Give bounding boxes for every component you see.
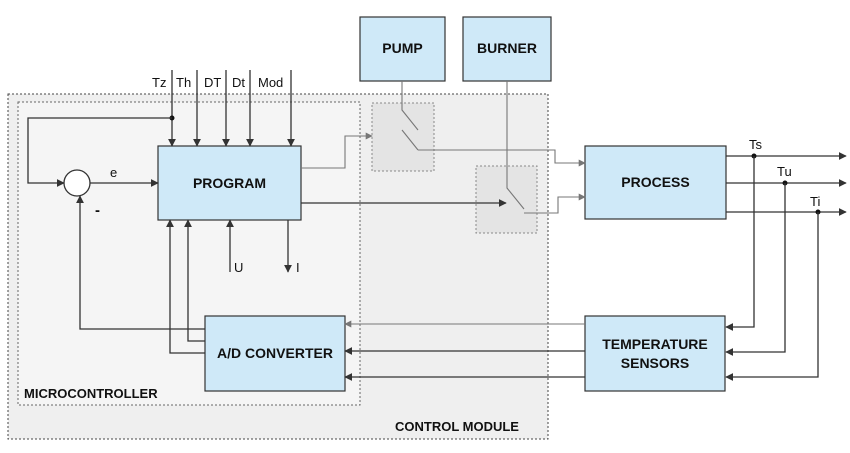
pump-switch-blade [401, 129, 419, 151]
input-label-tz: Tz [152, 75, 166, 90]
feedback-line-program-2 [166, 219, 205, 354]
ts-to-sensors [725, 156, 755, 331]
feedback-line-sum [76, 195, 205, 330]
error-label: e [110, 165, 117, 180]
pump-switch-region [371, 102, 435, 172]
program-block: PROGRAM [157, 145, 302, 221]
burner-switch-to-process [524, 193, 586, 214]
i-label: I [296, 260, 300, 275]
program-label: PROGRAM [193, 175, 266, 191]
control-module-label: CONTROL MODULE [395, 419, 519, 434]
tu-to-sensors [725, 183, 786, 356]
feedback-line-program-1 [184, 219, 205, 342]
u-label: U [234, 260, 243, 275]
tz-feed-line [27, 117, 172, 187]
process-block: PROCESS [584, 145, 727, 220]
tu-label: Tu [777, 164, 792, 179]
input-label-mod: Mod [258, 75, 283, 90]
input-label-dt-lower: Dt [232, 75, 245, 90]
ti-to-sensors [725, 212, 819, 381]
ts-label: Ts [749, 137, 763, 152]
ti-label: Ti [810, 194, 820, 209]
input-label-dt-upper: DT [204, 75, 221, 90]
input-label-th: Th [176, 75, 191, 90]
burner-block: BURNER [462, 16, 552, 82]
process-label: PROCESS [621, 174, 689, 190]
pump-block: PUMP [359, 16, 446, 82]
temperature-sensors-block: TEMPERATURE SENSORS [584, 315, 726, 392]
pump-label: PUMP [382, 40, 422, 56]
adc-label: A/D CONVERTER [217, 345, 333, 361]
pump-switch-arm [401, 81, 419, 131]
summing-junction [63, 169, 91, 197]
sensors-label-line2: SENSORS [621, 355, 689, 371]
sensors-label-line1: TEMPERATURE [602, 336, 708, 352]
burner-switch-arm [506, 81, 525, 210]
program-to-pump-switch [301, 132, 373, 169]
minus-sign: - [95, 202, 100, 219]
pump-switch-to-process [418, 149, 586, 167]
microcontroller-label: MICROCONTROLLER [24, 386, 158, 401]
adc-block: A/D CONVERTER [204, 315, 346, 392]
burner-label: BURNER [477, 40, 537, 56]
program-input-arrows [168, 70, 295, 147]
